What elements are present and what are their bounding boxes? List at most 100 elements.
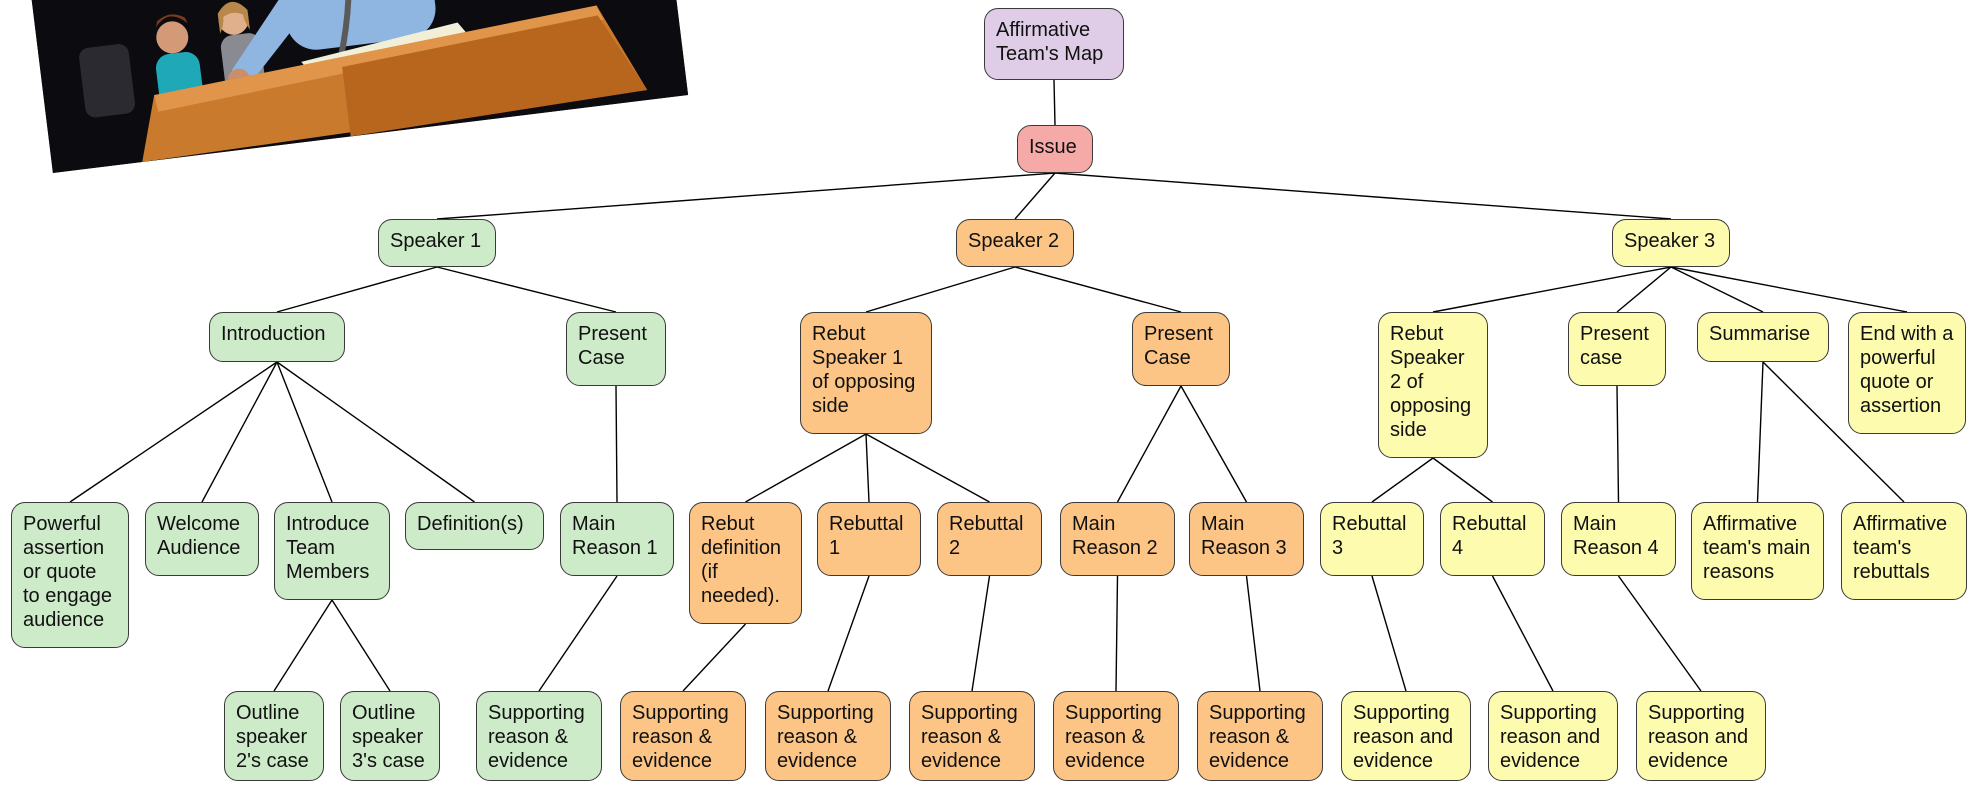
rebut-speaker2-node[interactable]: Rebut Speaker 2 of opposing side <box>1378 312 1488 458</box>
connector-main_reason_3-support_mr3 <box>1245 575 1261 692</box>
aff-main-reasons-label: Affirmative team's main reasons <box>1703 513 1811 583</box>
main-reason-4-node[interactable]: Main Reason 4 <box>1561 502 1676 576</box>
connector-issue-speaker1 <box>436 172 1056 220</box>
support-rebuttal2-label: Supporting reason & evidence <box>921 702 1018 772</box>
main-reason-2-node[interactable]: Main Reason 2 <box>1060 502 1175 576</box>
issue-label: Issue <box>1029 136 1077 158</box>
connector-speaker3-end_powerful <box>1670 266 1908 313</box>
connector-present_case_1-main_reason_1 <box>615 385 618 503</box>
support-mr3-label: Supporting reason & evidence <box>1209 702 1306 772</box>
connector-issue-speaker2 <box>1014 172 1056 220</box>
connector-rebuttal_2-support_rebuttal2 <box>971 575 991 692</box>
end-powerful-label: End with a powerful quote or assertion <box>1860 323 1954 417</box>
connector-present_case_2-main_reason_2 <box>1116 385 1182 503</box>
definitions-label: Definition(s) <box>417 513 524 535</box>
introduction-node[interactable]: Introduction <box>209 312 345 362</box>
present-case-1-node[interactable]: Present Case <box>566 312 666 386</box>
connector-introduction-definitions <box>276 361 475 503</box>
connector-speaker3-present_case_3 <box>1616 266 1672 313</box>
welcome-audience-label: Welcome Audience <box>157 513 241 559</box>
introduce-team-node[interactable]: Introduce Team Members <box>274 502 390 600</box>
speaker3-label: Speaker 3 <box>1624 230 1716 252</box>
outline-speaker2-node[interactable]: Outline speaker 2's case <box>224 691 324 781</box>
support-rebuttal2-node[interactable]: Supporting reason & evidence <box>909 691 1035 781</box>
main-reason-1-label: Main Reason 1 <box>572 513 658 559</box>
root-label: Affirmative Team's Map <box>996 19 1104 65</box>
present-case-2-label: Present Case <box>1144 323 1213 369</box>
rebut-speaker2-label: Rebut Speaker 2 of opposing side <box>1390 323 1472 441</box>
support-mr3-node[interactable]: Supporting reason & evidence <box>1197 691 1323 781</box>
connector-rebut_speaker1-rebuttal_2 <box>865 433 990 503</box>
aff-main-reasons-node[interactable]: Affirmative team's main reasons <box>1691 502 1824 600</box>
root-node[interactable]: Affirmative Team's Map <box>984 8 1124 80</box>
connector-main_reason_4-support_mr4 <box>1617 575 1702 692</box>
support-rebuttal3-node[interactable]: Supporting reason and evidence <box>1341 691 1471 781</box>
present-case-2-node[interactable]: Present Case <box>1132 312 1230 386</box>
support-mr1-node[interactable]: Supporting reason & evidence <box>476 691 602 781</box>
rebuttal-3-node[interactable]: Rebuttal 3 <box>1320 502 1424 576</box>
welcome-audience-node[interactable]: Welcome Audience <box>145 502 259 576</box>
main-reason-3-node[interactable]: Main Reason 3 <box>1189 502 1304 576</box>
support-rebut-def-node[interactable]: Supporting reason & evidence <box>620 691 746 781</box>
introduce-team-label: Introduce Team Members <box>286 513 370 583</box>
connector-rebuttal_4-support_rebuttal4 <box>1491 575 1554 692</box>
present-case-3-label: Present case <box>1580 323 1649 369</box>
summarise-label: Summarise <box>1709 323 1811 345</box>
main-reason-1-node[interactable]: Main Reason 1 <box>560 502 674 576</box>
connector-introduce_team-outline_speaker2 <box>273 599 333 692</box>
rebut-speaker1-label: Rebut Speaker 1 of opposing side <box>812 323 916 417</box>
connector-speaker2-rebut_speaker1 <box>865 266 1016 313</box>
connector-rebut_speaker2-rebuttal_4 <box>1432 457 1493 503</box>
connector-speaker2-present_case_2 <box>1014 266 1182 313</box>
support-rebuttal1-node[interactable]: Supporting reason & evidence <box>765 691 891 781</box>
support-mr2-label: Supporting reason & evidence <box>1065 702 1162 772</box>
speaker2-label: Speaker 2 <box>968 230 1060 252</box>
aff-rebuttals-node[interactable]: Affirmative team's rebuttals <box>1841 502 1967 600</box>
support-rebuttal1-label: Supporting reason & evidence <box>777 702 874 772</box>
rebut-speaker1-node[interactable]: Rebut Speaker 1 of opposing side <box>800 312 932 434</box>
speaker2-node[interactable]: Speaker 2 <box>956 219 1074 267</box>
rebuttal-4-node[interactable]: Rebuttal 4 <box>1440 502 1545 576</box>
main-reason-4-label: Main Reason 4 <box>1573 513 1659 559</box>
connector-speaker3-summarise <box>1670 266 1764 313</box>
end-powerful-node[interactable]: End with a powerful quote or assertion <box>1848 312 1966 434</box>
rebuttal-2-node[interactable]: Rebuttal 2 <box>937 502 1042 576</box>
aff-rebuttals-label: Affirmative team's rebuttals <box>1853 513 1948 583</box>
connector-root-issue <box>1053 79 1056 126</box>
connector-speaker1-introduction <box>276 266 438 313</box>
connector-rebut_speaker1-rebuttal_1 <box>865 433 870 503</box>
rebut-definition-label: Rebut definition (if needed). <box>701 513 782 607</box>
summarise-node[interactable]: Summarise <box>1697 312 1829 362</box>
connector-introduce_team-outline_speaker3 <box>331 599 391 692</box>
main-reason-2-label: Main Reason 2 <box>1072 513 1158 559</box>
support-mr4-node[interactable]: Supporting reason and evidence <box>1636 691 1766 781</box>
rebuttal-1-label: Rebuttal 1 <box>829 513 904 559</box>
definitions-node[interactable]: Definition(s) <box>405 502 544 550</box>
outline-speaker3-label: Outline speaker 3's case <box>352 702 425 772</box>
support-mr4-label: Supporting reason and evidence <box>1648 702 1749 772</box>
issue-node[interactable]: Issue <box>1017 125 1093 173</box>
connector-issue-speaker3 <box>1054 172 1672 220</box>
connector-summarise-aff_main_reasons <box>1756 361 1764 503</box>
connector-rebut_definition-support_rebut_def <box>682 623 747 692</box>
speaker1-node[interactable]: Speaker 1 <box>378 219 496 267</box>
support-rebuttal4-node[interactable]: Supporting reason and evidence <box>1488 691 1618 781</box>
rebuttal-1-node[interactable]: Rebuttal 1 <box>817 502 921 576</box>
powerful-assertion-node[interactable]: Powerful assertion or quote to engage au… <box>11 502 129 648</box>
connector-rebut_speaker2-rebuttal_3 <box>1371 457 1434 503</box>
rebuttal-4-label: Rebuttal 4 <box>1452 513 1527 559</box>
outline-speaker3-node[interactable]: Outline speaker 3's case <box>340 691 440 781</box>
rebut-definition-node[interactable]: Rebut definition (if needed). <box>689 502 802 624</box>
support-mr2-node[interactable]: Supporting reason & evidence <box>1053 691 1179 781</box>
connector-speaker3-rebut_speaker2 <box>1432 266 1672 313</box>
rebuttal-2-label: Rebuttal 2 <box>949 513 1024 559</box>
rebuttal-3-label: Rebuttal 3 <box>1332 513 1407 559</box>
connector-present_case_2-main_reason_3 <box>1180 385 1248 503</box>
speaker3-node[interactable]: Speaker 3 <box>1612 219 1730 267</box>
present-case-3-node[interactable]: Present case <box>1568 312 1666 386</box>
present-case-1-label: Present Case <box>578 323 647 369</box>
connector-summarise-aff_rebuttals <box>1762 361 1905 503</box>
connector-main_reason_2-support_mr2 <box>1115 575 1119 692</box>
connector-rebuttal_3-support_rebuttal3 <box>1371 575 1407 692</box>
